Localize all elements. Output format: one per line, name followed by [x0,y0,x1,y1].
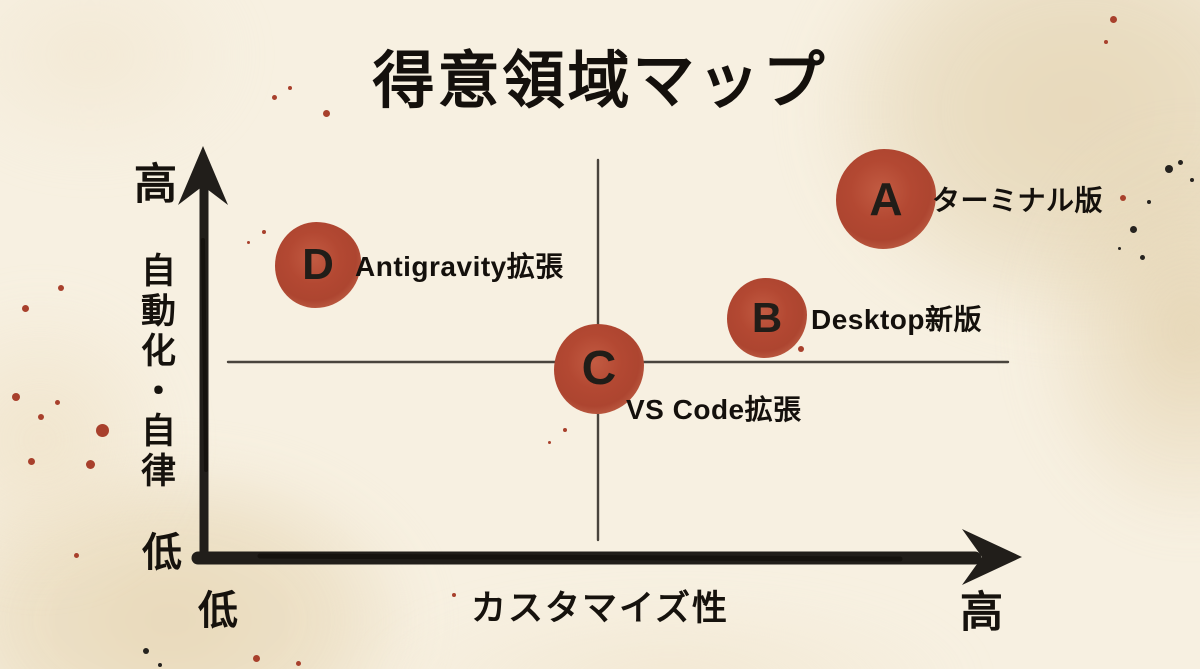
splatter-dot [262,230,266,234]
y-axis-arrowhead [178,146,228,205]
splatter-dot [96,424,109,437]
x-axis-title: カスタマイズ性 [471,589,729,628]
splatter-dot [247,241,250,244]
splatter-dot [563,428,567,432]
y-axis-line-texture [201,238,208,472]
splatter-dot [74,553,79,558]
splatter-dot [1190,178,1194,182]
point-d-letter: D [302,240,334,289]
splatter-dot [1110,16,1117,23]
data-point-a: A ターミナル版 [836,149,1103,249]
data-point-d: D Antigravity拡張 [275,222,563,308]
splatter-dot [1178,160,1183,165]
splatter-dot [143,648,149,654]
y-axis-low-label: 低 [142,530,182,575]
splatter-dot [548,441,551,444]
splatter-dot [38,414,44,420]
splatter-dot [58,285,64,291]
splatter-dot [158,663,162,667]
x-axis-arrowhead [962,529,1022,585]
page-title: 得意領域マップ [372,48,828,116]
splatter-dot [1130,226,1137,233]
x-axis-line-texture [257,553,903,562]
point-d-label: Antigravity拡張 [355,251,564,282]
splatter-dot [1140,255,1145,260]
splatter-dot [86,460,95,469]
x-axis-high-label: 高 [960,590,1003,637]
splatter-dot [28,458,35,465]
splatter-dot [22,305,29,312]
splatter-dot [1165,165,1173,173]
splatter-dot [1120,195,1126,201]
x-axis-low-label: 低 [198,588,238,633]
splatter-dot [12,393,20,401]
point-a-watercolor-blob [836,149,936,249]
splatter-dot [1147,200,1151,204]
splatter-dot [253,655,260,662]
point-c-label: VS Code拡張 [626,394,802,425]
data-point-b: B Desktop新版 [727,278,981,358]
splatter-dot [1118,247,1121,250]
y-axis-high-label: 高 [134,162,177,209]
point-a-letter: A [869,173,903,225]
point-c-watercolor-blob [554,324,644,414]
splatter-dot [296,661,301,666]
data-point-c: C VS Code拡張 [554,324,801,425]
y-axis-title: 自動化・自律 [136,252,175,492]
point-b-watercolor-blob [727,278,807,358]
point-d-watercolor-blob [275,222,361,308]
point-a-label: ターミナル版 [932,185,1104,216]
watercolor-wash [0,450,430,669]
point-b-label: Desktop新版 [811,304,982,335]
splatter-dot [55,400,60,405]
point-b-letter: B [751,294,783,341]
